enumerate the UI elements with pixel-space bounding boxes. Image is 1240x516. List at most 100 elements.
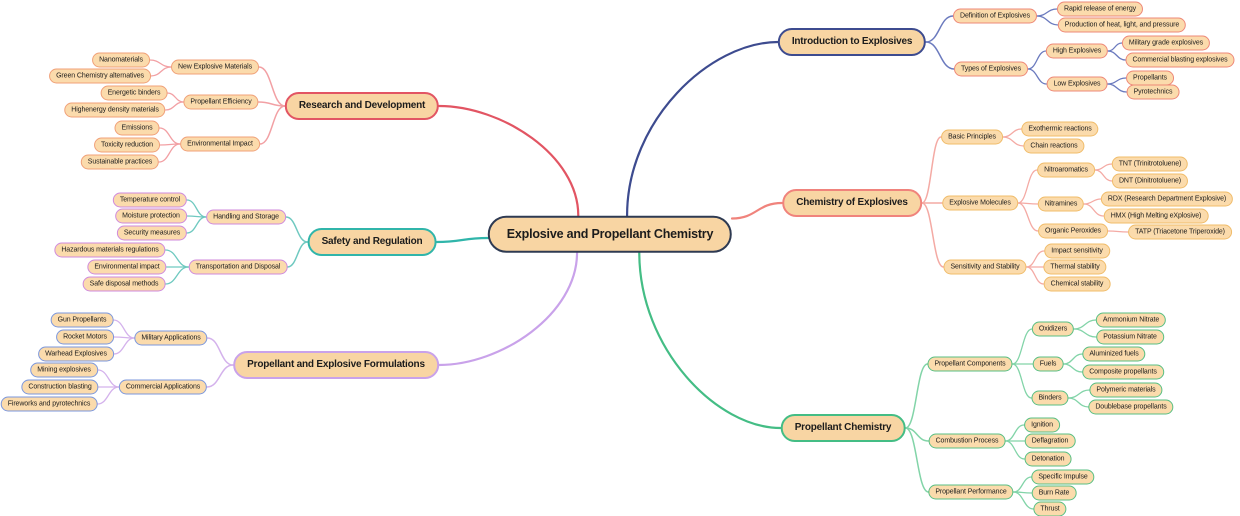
edge bbox=[1017, 202, 1039, 232]
edge bbox=[97, 369, 120, 388]
topic-node-commercial-applications[interactable]: Commercial Applications bbox=[118, 379, 208, 395]
topic-node-nitroaromatics[interactable]: Nitroaromatics bbox=[1037, 162, 1095, 178]
topic-node-burn-rate[interactable]: Burn Rate bbox=[1031, 485, 1077, 501]
topic-node-tnt-trinitrotoluene[interactable]: TNT (Trinitrotoluene) bbox=[1111, 156, 1189, 172]
topic-node-basic-principles[interactable]: Basic Principles bbox=[941, 129, 1003, 145]
edge bbox=[1083, 203, 1105, 217]
branch-node-introduction-to-explosives[interactable]: Introduction to Explosives bbox=[777, 28, 927, 56]
edge bbox=[638, 251, 782, 430]
branch-node-chemistry-of-explosives[interactable]: Chemistry of Explosives bbox=[782, 189, 922, 217]
edge bbox=[1036, 8, 1058, 17]
topic-node-transportation-and-disposal[interactable]: Transportation and Disposal bbox=[188, 259, 288, 275]
edge bbox=[150, 66, 172, 77]
topic-node-explosive-molecules[interactable]: Explosive Molecules bbox=[942, 195, 1018, 211]
branch-node-research-and-development[interactable]: Research and Development bbox=[284, 92, 440, 120]
topic-node-hmx-high-melting-explosive[interactable]: HMX (High Melting eXplosive) bbox=[1103, 208, 1209, 224]
topic-node-nitramines[interactable]: Nitramines bbox=[1037, 196, 1085, 212]
topic-node-military-applications[interactable]: Military Applications bbox=[134, 330, 208, 346]
topic-node-aluminized-fuels[interactable]: Aluminized fuels bbox=[1082, 346, 1146, 362]
topic-node-production-of-heat-light-and-pressure[interactable]: Production of heat, light, and pressure bbox=[1057, 17, 1187, 33]
edge bbox=[286, 241, 309, 268]
topic-node-propellant-performance[interactable]: Propellant Performance bbox=[928, 484, 1014, 500]
edge bbox=[164, 249, 190, 268]
topic-node-thrust[interactable]: Thrust bbox=[1033, 501, 1067, 516]
topic-node-oxidizers[interactable]: Oxidizers bbox=[1031, 321, 1075, 337]
topic-node-hazardous-materials-regulations[interactable]: Hazardous materials regulations bbox=[54, 242, 166, 258]
topic-node-propellant-efficiency[interactable]: Propellant Efficiency bbox=[183, 94, 259, 110]
topic-node-security-measures[interactable]: Security measures bbox=[116, 225, 188, 241]
topic-node-environmental-impact[interactable]: Environmental Impact bbox=[180, 136, 260, 152]
edge bbox=[1094, 163, 1113, 171]
topic-node-potassium-nitrate[interactable]: Potassium Nitrate bbox=[1096, 329, 1164, 345]
topic-node-composite-propellants[interactable]: Composite propellants bbox=[1082, 364, 1164, 380]
topic-node-temperature-control[interactable]: Temperature control bbox=[112, 192, 188, 208]
topic-node-warhead-explosives[interactable]: Warhead Explosives bbox=[38, 346, 114, 362]
topic-node-rdx-research-department-explosive[interactable]: RDX (Research Department Explosive) bbox=[1100, 191, 1234, 207]
topic-node-ammonium-nitrate[interactable]: Ammonium Nitrate bbox=[1095, 312, 1167, 328]
topic-node-high-explosives[interactable]: High Explosives bbox=[1045, 43, 1109, 59]
topic-node-environmental-impact[interactable]: Environmental impact bbox=[87, 259, 167, 275]
edge bbox=[437, 251, 579, 367]
topic-node-military-grade-explosives[interactable]: Military grade explosives bbox=[1121, 35, 1211, 51]
topic-node-green-chemistry-alternatives[interactable]: Green Chemistry alternatives bbox=[49, 68, 151, 84]
branch-node-propellant-chemistry[interactable]: Propellant Chemistry bbox=[780, 414, 906, 442]
topic-node-propellant-components[interactable]: Propellant Components bbox=[927, 356, 1013, 372]
topic-node-low-explosives[interactable]: Low Explosives bbox=[1046, 76, 1108, 92]
topic-node-toxicity-reduction[interactable]: Toxicity reduction bbox=[94, 137, 160, 153]
topic-node-organic-peroxides[interactable]: Organic Peroxides bbox=[1038, 223, 1108, 239]
branch-node-safety-and-regulation[interactable]: Safety and Regulation bbox=[307, 228, 437, 256]
topic-node-construction-blasting[interactable]: Construction blasting bbox=[21, 379, 99, 395]
topic-node-nanomaterials[interactable]: Nanomaterials bbox=[92, 52, 150, 68]
topic-node-tatp-triacetone-triperoxide[interactable]: TATP (Triacetone Triperoxide) bbox=[1128, 224, 1232, 240]
edge bbox=[1083, 198, 1102, 205]
topic-node-handling-and-storage[interactable]: Handling and Storage bbox=[206, 209, 286, 225]
edge bbox=[1025, 250, 1045, 268]
topic-node-binders[interactable]: Binders bbox=[1031, 390, 1069, 406]
topic-node-pyrotechnics[interactable]: Pyrotechnics bbox=[1126, 84, 1180, 100]
edge bbox=[925, 15, 954, 43]
topic-node-gun-propellants[interactable]: Gun Propellants bbox=[50, 312, 114, 328]
topic-node-detonation[interactable]: Detonation bbox=[1024, 451, 1072, 467]
topic-node-chain-reactions[interactable]: Chain reactions bbox=[1023, 138, 1085, 154]
topic-node-highenergy-density-materials[interactable]: Highenergy density materials bbox=[64, 102, 166, 118]
topic-node-commercial-blasting-explosives[interactable]: Commercial blasting explosives bbox=[1125, 52, 1235, 68]
topic-node-definition-of-explosives[interactable]: Definition of Explosives bbox=[953, 8, 1037, 24]
edge bbox=[1036, 15, 1059, 26]
edge bbox=[1106, 77, 1127, 85]
topic-node-types-of-explosives[interactable]: Types of Explosives bbox=[954, 61, 1028, 77]
topic-node-new-explosive-materials[interactable]: New Explosive Materials bbox=[171, 59, 259, 75]
topic-node-rocket-motors[interactable]: Rocket Motors bbox=[56, 329, 114, 345]
edge bbox=[1012, 491, 1035, 510]
edge bbox=[921, 202, 945, 268]
topic-node-deflagration[interactable]: Deflagration bbox=[1024, 433, 1076, 449]
topic-node-ignition[interactable]: Ignition bbox=[1024, 417, 1060, 433]
topic-node-specific-impulse[interactable]: Specific Impulse bbox=[1031, 469, 1095, 485]
topic-node-doublebase-propellants[interactable]: Doublebase propellants bbox=[1088, 399, 1174, 415]
topic-node-safe-disposal-methods[interactable]: Safe disposal methods bbox=[82, 276, 166, 292]
edge bbox=[259, 105, 286, 145]
topic-node-exothermic-reactions[interactable]: Exothermic reactions bbox=[1021, 121, 1099, 137]
branch-node-propellant-and-explosive-formulations[interactable]: Propellant and Explosive Formulations bbox=[233, 351, 439, 379]
topic-node-propellants[interactable]: Propellants bbox=[1126, 70, 1174, 86]
root-node-explosive-and-propellant-chemistry[interactable]: Explosive and Propellant Chemistry bbox=[487, 215, 733, 253]
edge bbox=[435, 236, 490, 244]
topic-node-energetic-binders[interactable]: Energetic binders bbox=[100, 85, 168, 101]
topic-node-moisture-protection[interactable]: Moisture protection bbox=[115, 208, 187, 224]
edge bbox=[96, 386, 120, 405]
topic-node-combustion-process[interactable]: Combustion Process bbox=[928, 433, 1006, 449]
topic-node-thermal-stability[interactable]: Thermal stability bbox=[1043, 259, 1107, 275]
edge bbox=[1107, 230, 1129, 233]
topic-node-chemical-stability[interactable]: Chemical stability bbox=[1043, 276, 1111, 292]
edge bbox=[1025, 266, 1045, 285]
topic-node-sustainable-practices[interactable]: Sustainable practices bbox=[80, 154, 160, 170]
topic-node-emissions[interactable]: Emissions bbox=[114, 120, 160, 136]
topic-node-rapid-release-of-energy[interactable]: Rapid release of energy bbox=[1056, 1, 1144, 17]
topic-node-mining-explosives[interactable]: Mining explosives bbox=[30, 362, 98, 378]
topic-node-impact-sensitivity[interactable]: Impact sensitivity bbox=[1044, 243, 1110, 259]
edge bbox=[904, 427, 930, 493]
topic-node-fuels[interactable]: Fuels bbox=[1032, 356, 1064, 372]
topic-node-polymeric-materials[interactable]: Polymeric materials bbox=[1089, 382, 1163, 398]
topic-node-fireworks-and-pyrotechnics[interactable]: Fireworks and pyrotechnics bbox=[0, 396, 98, 412]
topic-node-dnt-dinitrotoluene[interactable]: DNT (Dinitrotoluene) bbox=[1111, 173, 1189, 189]
topic-node-sensitivity-and-stability[interactable]: Sensitivity and Stability bbox=[943, 259, 1027, 275]
